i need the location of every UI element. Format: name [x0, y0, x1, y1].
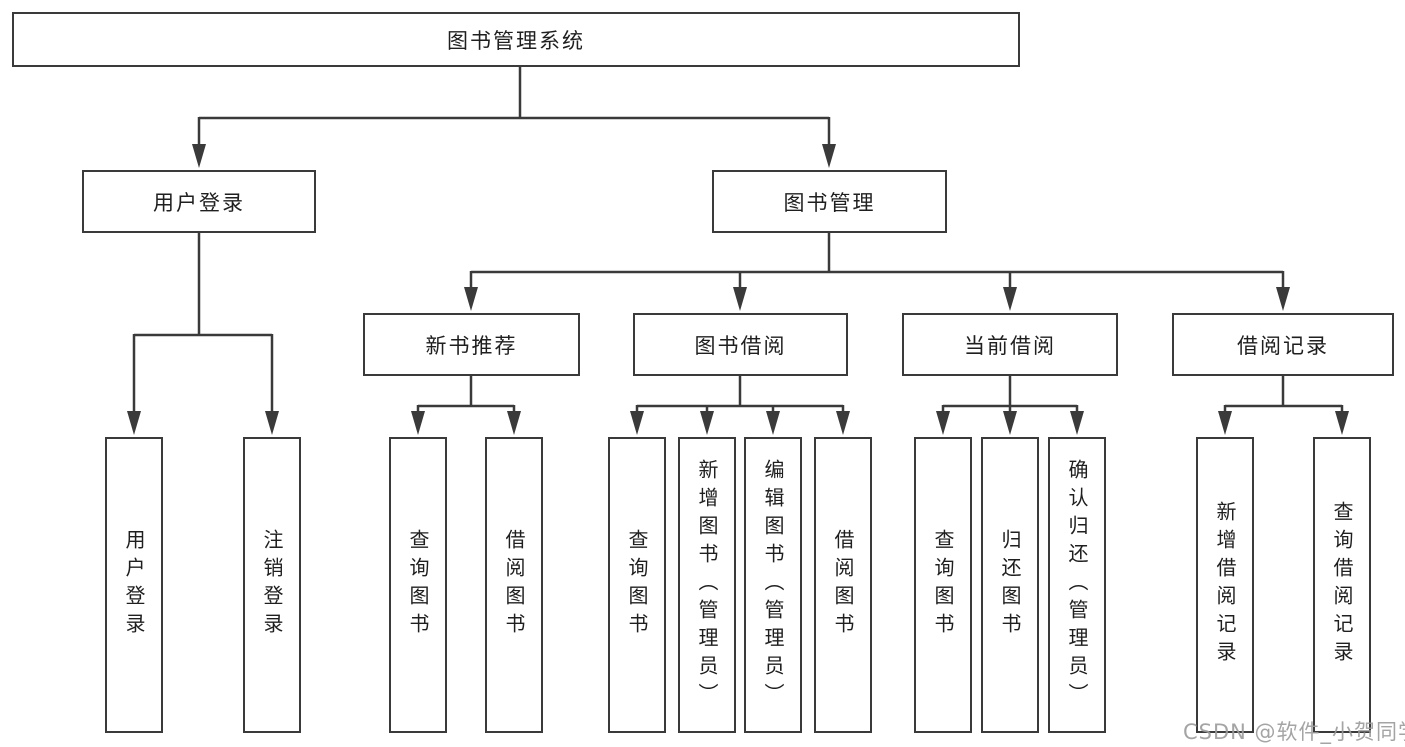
leaf-add-borrow-record: 新增借阅记录 [1196, 437, 1254, 733]
leaf-query-books: 查询图书 [389, 437, 447, 733]
node-label: 确认归还（管理员） [1065, 459, 1089, 711]
leaf-query-borrow-record: 查询借阅记录 [1313, 437, 1371, 733]
leaf-query-books: 查询图书 [914, 437, 972, 733]
leaf-edit-books-admin: 编辑图书（管理员） [744, 437, 802, 733]
leaf-borrow-books: 借阅图书 [814, 437, 872, 733]
node-label: 编辑图书（管理员） [761, 459, 785, 711]
node-label: 用户登录 [153, 190, 245, 215]
node-label: 借阅图书 [831, 529, 855, 641]
node-label: 查询图书 [406, 529, 430, 641]
node-label: 借阅图书 [502, 529, 526, 641]
leaf-add-books-admin: 新增图书（管理员） [678, 437, 736, 733]
node-book-management: 图书管理 [712, 170, 947, 233]
node-label: 当前借阅 [964, 333, 1056, 358]
node-library-management-system: 图书管理系统 [12, 12, 1020, 67]
leaf-confirm-return-admin: 确认归还（管理员） [1048, 437, 1106, 733]
node-user-login: 用户登录 [82, 170, 316, 233]
node-current-borrow: 当前借阅 [902, 313, 1118, 376]
node-label: 查询图书 [931, 529, 955, 641]
leaf-logout: 注销登录 [243, 437, 301, 733]
node-label: 新书推荐 [425, 333, 518, 358]
node-label: 归还图书 [998, 529, 1022, 641]
node-label: 新增图书（管理员） [695, 459, 719, 711]
node-label: 图书管理系统 [447, 28, 585, 53]
leaf-user-login: 用户登录 [105, 437, 163, 733]
node-label: 新增借阅记录 [1213, 501, 1237, 669]
node-new-book-recommend: 新书推荐 [363, 313, 580, 376]
leaf-borrow-books: 借阅图书 [485, 437, 543, 733]
node-label: 用户登录 [122, 529, 146, 641]
node-borrow-records: 借阅记录 [1172, 313, 1394, 376]
node-book-borrow: 图书借阅 [633, 313, 848, 376]
node-label: 图书借阅 [694, 333, 787, 358]
node-label: 查询借阅记录 [1330, 501, 1354, 669]
leaf-return-books: 归还图书 [981, 437, 1039, 733]
node-label: 注销登录 [260, 529, 284, 641]
leaf-query-books: 查询图书 [608, 437, 666, 733]
node-label: 查询图书 [625, 529, 649, 641]
node-label: 借阅记录 [1237, 333, 1329, 358]
node-label: 图书管理 [783, 190, 876, 215]
csdn-watermark: CSDN @软件_小贺同学 [1183, 720, 1405, 744]
